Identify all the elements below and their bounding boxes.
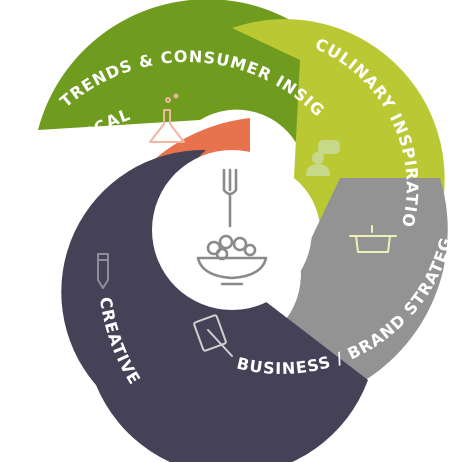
flask-icon xyxy=(149,93,185,143)
document-pen-icon xyxy=(193,314,233,357)
pencil-icon xyxy=(97,253,109,289)
cooking-pot-icon xyxy=(349,225,397,253)
speech-bubbles-icon xyxy=(306,140,340,176)
center-circle xyxy=(152,150,312,310)
segment-trends xyxy=(38,0,322,150)
fork-and-bowl-icon xyxy=(196,168,268,286)
